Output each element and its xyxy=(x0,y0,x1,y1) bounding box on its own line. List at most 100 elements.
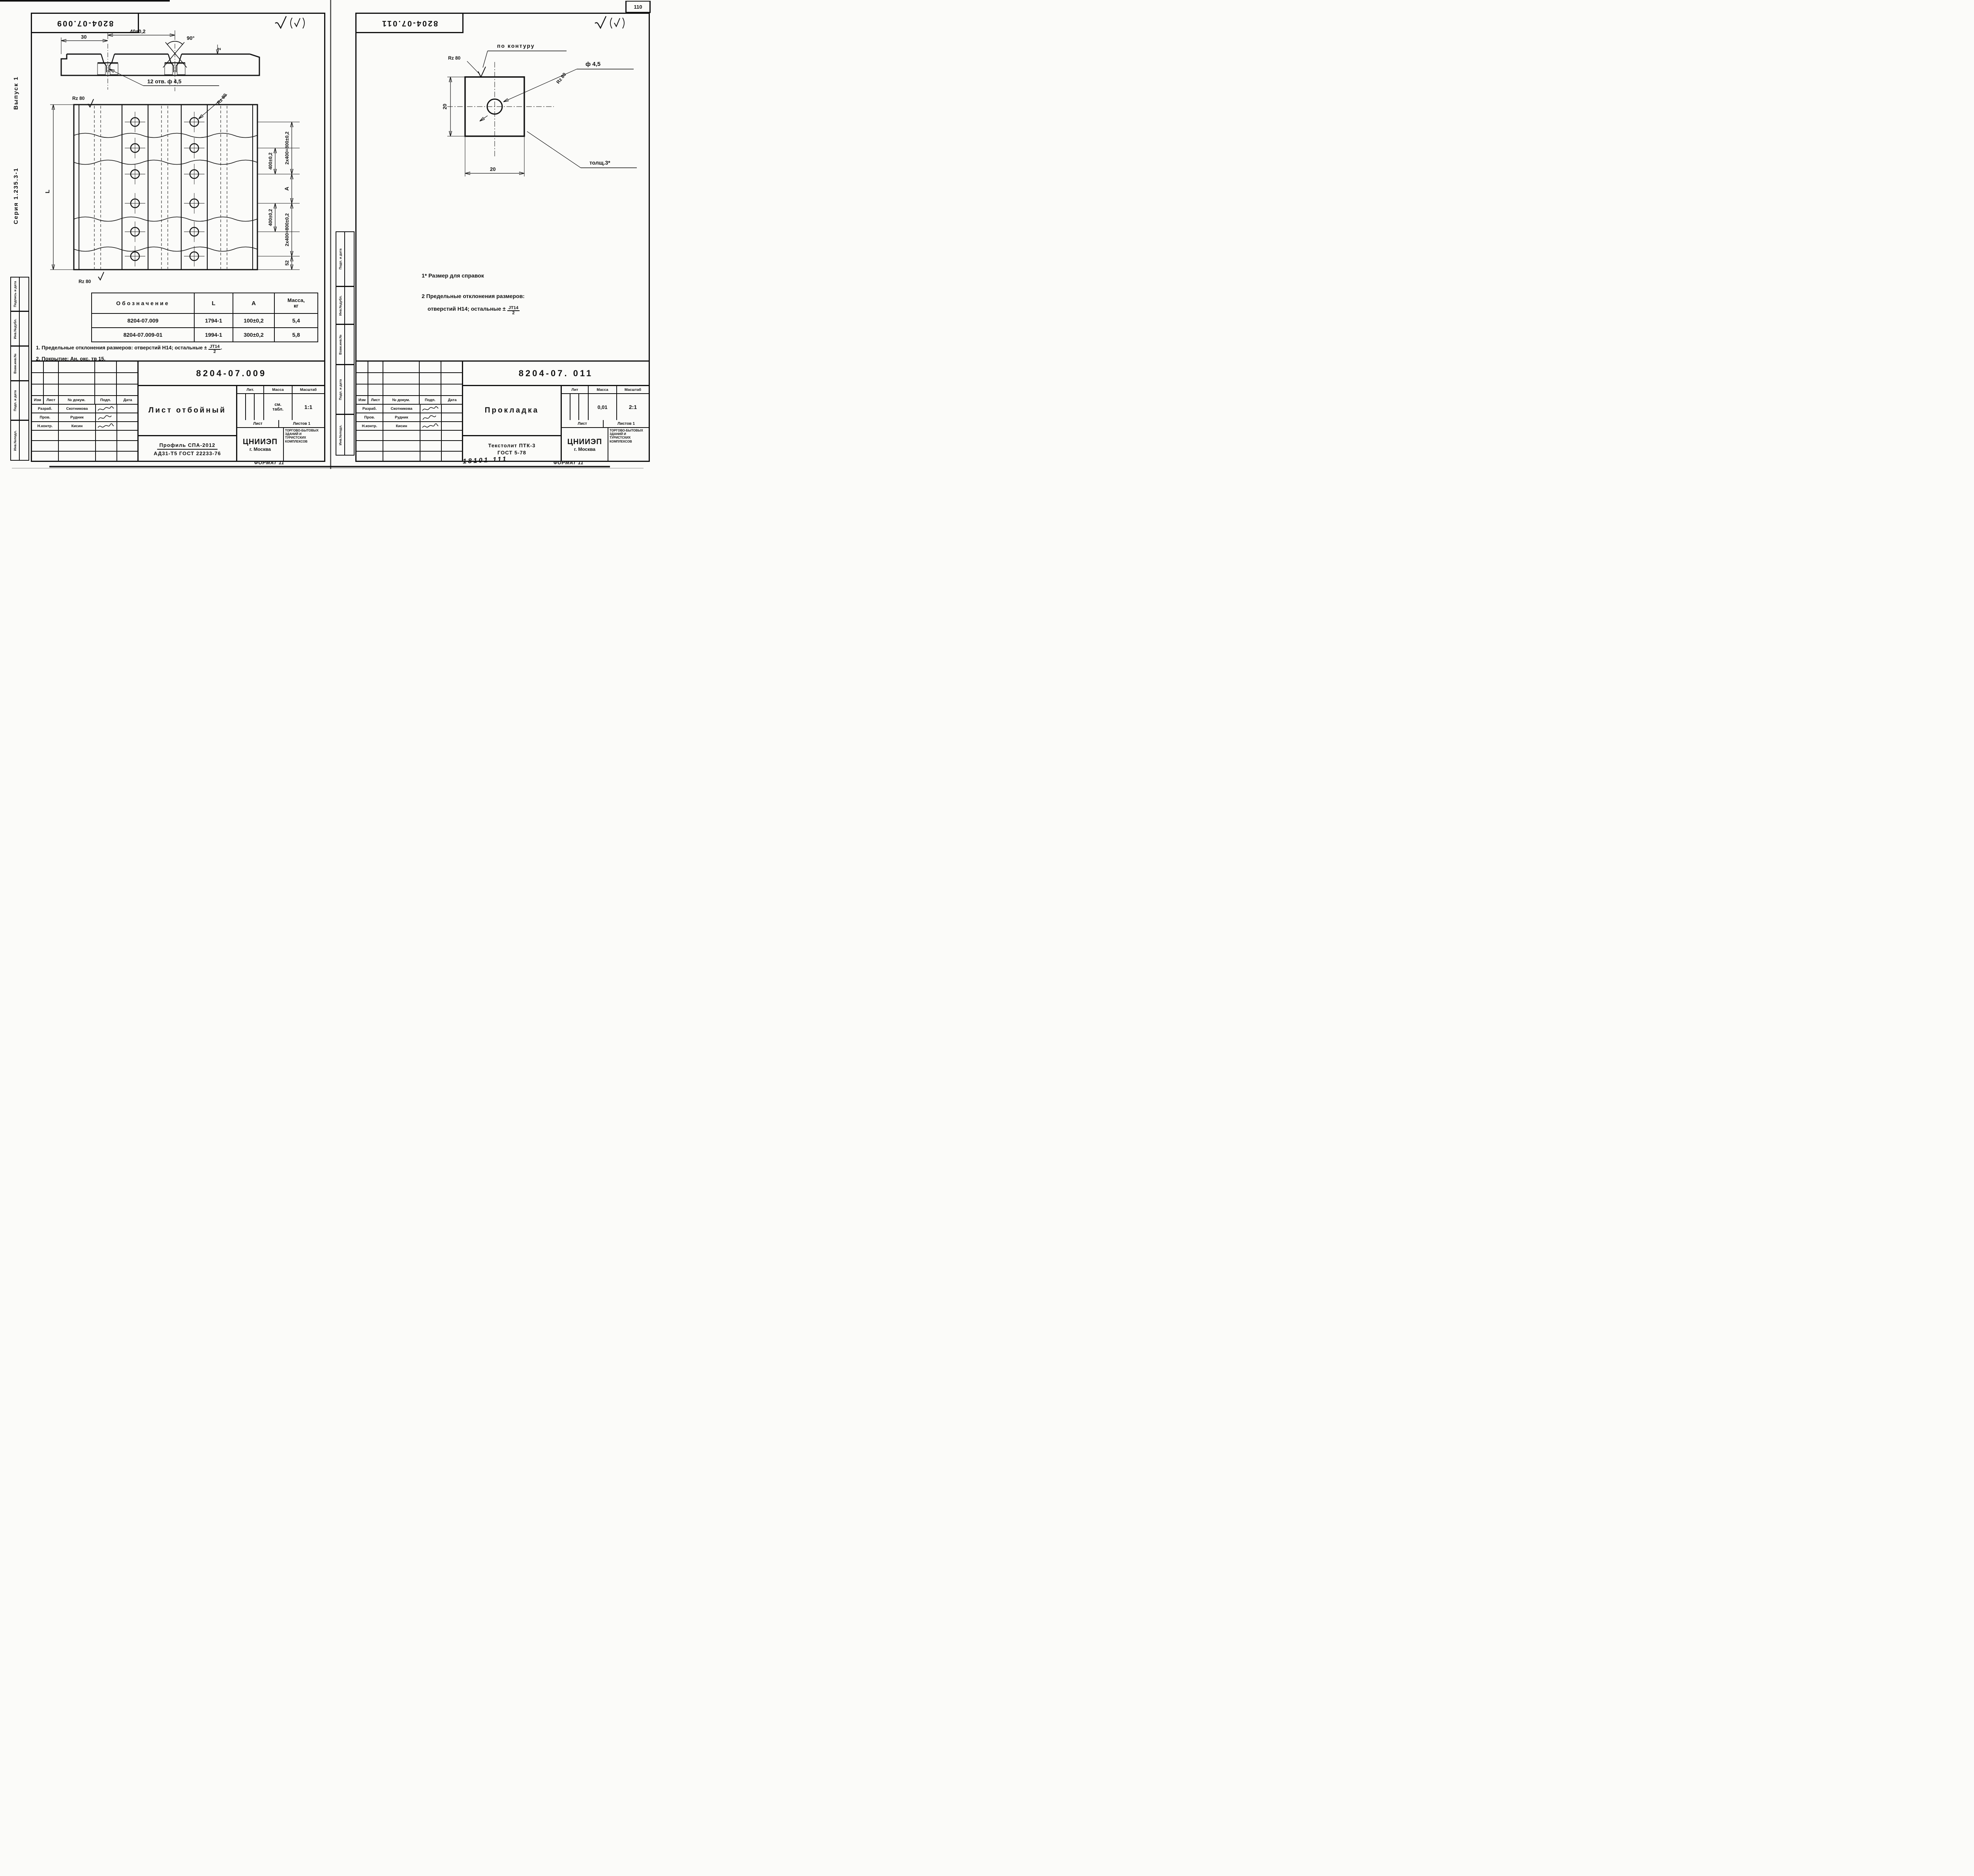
note-1: 1* Размер для справок xyxy=(422,272,484,279)
scan-edge-top xyxy=(0,0,170,2)
scan-edge-bottom-2 xyxy=(12,468,644,469)
rz-contour-label: Rz 80 xyxy=(448,55,461,61)
material-line1: Профиль СПА-2012 xyxy=(157,442,218,450)
dim-L: L xyxy=(44,189,51,193)
col-designation: Обозначение xyxy=(91,293,195,314)
page-number: 110 xyxy=(634,4,642,10)
note-2-line1: 2 Предельные отклонения размеров: xyxy=(422,293,525,299)
role: Разраб. xyxy=(32,405,59,413)
rz-bottom-label: Rz 80 xyxy=(79,279,91,284)
part-title: Лист отбойный xyxy=(139,386,237,435)
material-cell: Профиль СПА-2012 АД31-Т5 ГОСТ 22233-76 xyxy=(139,435,237,462)
hole-dia-label: ф 4,5 xyxy=(585,61,600,68)
organization-cell: ЦНИИЭП г. Москва торгово-бытовых зданий … xyxy=(237,428,324,462)
rev-header: № докум. xyxy=(59,396,95,405)
format-label: ФОРМАТ 11 xyxy=(554,460,584,465)
rev-header: Дата xyxy=(117,396,139,405)
sheet-divider-line xyxy=(330,0,331,469)
margin-label: Инв.№подл. xyxy=(13,430,17,451)
organization-cell: ЦНИИЭП г. Москва торгово-бытовых зданий … xyxy=(562,428,649,462)
person: Рудник xyxy=(59,413,96,422)
signature-scribble xyxy=(422,423,439,428)
series-label: Серия 1.235.3-1 xyxy=(13,167,19,224)
mass-value: см. табл. xyxy=(264,394,293,420)
margin-label: Подп. и дата xyxy=(13,390,17,411)
title-block: Изм Лист № докум. Подп. Дата Разраб. Ско… xyxy=(357,360,649,462)
org-description: торгово-бытовых зданий и туристских комп… xyxy=(610,429,643,443)
left-sheet: Серия 1.235.3-1 Выпуск 1 Подпись и дата … xyxy=(6,2,328,465)
rz-hole-label: Rz 80 xyxy=(216,93,228,105)
scale-value: 1:1 xyxy=(304,404,313,410)
section-view: 30 40±0,2 90° 2 12 отв. ф 4,5 xyxy=(60,28,260,91)
lit-cells xyxy=(562,394,589,420)
dim-400-bottom: 400±0,2 xyxy=(268,209,273,226)
lit-mass-scale-values: 0,01 2:1 xyxy=(562,394,649,420)
dim-800-top: 2x400=800±0,2 xyxy=(284,131,290,165)
revision-zone: Изм Лист № докум. Подп. Дата Разраб. Ско… xyxy=(32,362,139,462)
rev-header: Дата xyxy=(441,396,463,405)
scan-edge-bottom xyxy=(49,466,610,467)
lit-label: Лит. xyxy=(237,386,264,394)
margin-box: Инв.№подл. xyxy=(336,415,355,456)
org-name: ЦНИИЭП xyxy=(242,438,278,446)
rz-hole-label: Rz 80 xyxy=(555,71,567,85)
contour-label: по контуру xyxy=(497,43,535,49)
doc-stamp-inverted: 8204-07.011 xyxy=(357,14,463,33)
margin-label: Инв.№дубл. xyxy=(338,295,342,316)
dim-90deg: 90° xyxy=(187,35,195,41)
issue-label: Выпуск 1 xyxy=(13,76,19,110)
margin-box: Подп. и дата xyxy=(10,381,29,420)
material-cell: Текстолит ПТК-3 ГОСТ 5-78 xyxy=(463,435,562,462)
margin-box: Подп. и дата xyxy=(336,231,355,287)
mass-label: Масса xyxy=(264,386,293,394)
margin-label: Взам.инв.№ xyxy=(13,353,17,374)
dim-40: 40±0,2 xyxy=(130,28,146,34)
sheet-row: Лист Листов 1 xyxy=(562,420,649,428)
margin-label: Инв.№дубл. xyxy=(13,318,17,339)
margin-box: Инв.№дубл. xyxy=(10,311,29,346)
surface-roughness-default-icon xyxy=(275,16,305,29)
title-block: Изм Лист № докум. Подп. Дата Разраб. Ско… xyxy=(32,360,324,462)
page-number-box: 110 xyxy=(625,1,651,13)
dim-height-20: 20 xyxy=(442,104,448,109)
role: Разраб. xyxy=(357,405,383,413)
dim-52: 52 xyxy=(284,260,290,266)
right-drawing-frame: 8204-07.011 20 xyxy=(355,13,650,462)
part-title: Прокладка xyxy=(463,386,562,435)
rev-header: Подп. xyxy=(420,396,441,405)
rev-header: Подп. xyxy=(95,396,117,405)
scale-label: Масштаб xyxy=(293,386,324,394)
dim-30: 30 xyxy=(81,34,86,40)
doc-number: 8204-07.009 xyxy=(139,362,324,386)
rev-header: № докум. xyxy=(383,396,420,405)
lit-mass-scale-headers: Лит Масса Масштаб xyxy=(562,386,649,394)
roughness-check-icon xyxy=(98,272,104,281)
lit-mass-scale-values: см. табл. 1:1 xyxy=(237,394,324,420)
col-A: A xyxy=(233,293,275,314)
col-L: L xyxy=(194,293,233,314)
parts-table: Обозначение L A Масса, кг 8204-07.009 17… xyxy=(91,293,318,342)
margin-box: Подп. и дата xyxy=(336,365,355,415)
dim-A: A xyxy=(283,187,290,191)
left-margin-boxes: Подпись и дата Инв.№дубл. Взам.инв.№ Под… xyxy=(10,277,29,461)
rev-header: Изм xyxy=(32,396,44,405)
thickness-label: толщ.3* xyxy=(589,159,610,166)
surface-roughness-default-icon xyxy=(595,16,625,29)
revision-zone: Изм Лист № докум. Подп. Дата Разраб. Ско… xyxy=(357,362,463,462)
holes-callout: 12 отв. ф 4,5 xyxy=(147,78,182,84)
role: Пров. xyxy=(357,413,383,422)
sheet-label: Лист xyxy=(237,420,279,427)
rev-header: Лист xyxy=(44,396,59,405)
dim-width-20: 20 xyxy=(490,166,495,172)
person: Скотникова xyxy=(59,405,96,413)
gasket-view: 20 20 по контуру Rz 80 ф 4,5 Rz 80 xyxy=(442,43,637,176)
margin-box: Взам.инв.№ xyxy=(336,325,355,365)
doc-number: 8204-07. 011 xyxy=(463,362,649,386)
format-label: ФОРМАТ 11 xyxy=(254,460,285,465)
table-row: 8204-07.009-01 1994-1 300±0,2 5,8 xyxy=(91,327,318,342)
table-row: 8204-07.009 1794-1 100±0,2 5,4 xyxy=(91,313,318,328)
rz-top-label: Rz 80 xyxy=(72,96,85,101)
role: Пров. xyxy=(32,413,59,422)
